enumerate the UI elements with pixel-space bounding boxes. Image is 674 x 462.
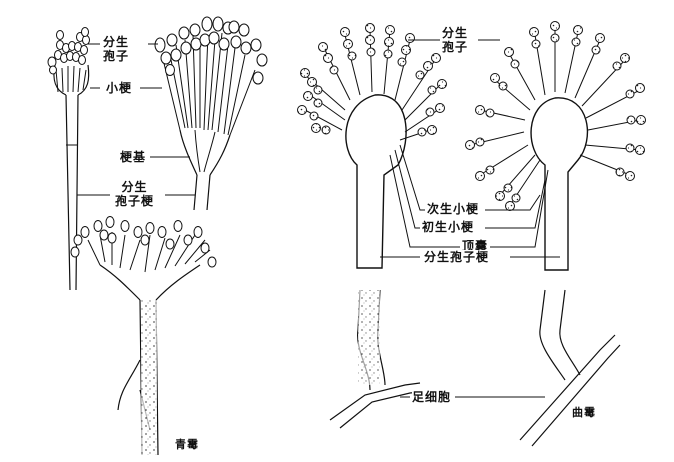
label-line: 分生: [103, 35, 130, 49]
penicillium-caption: 青霉: [175, 438, 199, 451]
aspergillus-vesicle-label: 顶囊: [462, 239, 489, 253]
aspergillus-caption: 曲霉: [572, 406, 596, 419]
label-line: 孢子: [103, 49, 130, 63]
penicillium-colony-illustration: [70, 216, 217, 456]
label-line: 孢子: [442, 40, 469, 54]
penicillium-conidia-label: 分生 孢子: [103, 35, 130, 63]
penicillium-metula-label: 梗基: [120, 150, 147, 164]
aspergillus-foot-cells-illustration: [329, 289, 621, 447]
aspergillus-conidia-label: 分生 孢子: [442, 26, 469, 54]
label-line: 孢子梗: [115, 194, 155, 208]
aspergillus-primary-sterigmata-label: 初生小梗: [422, 220, 475, 234]
aspergillus-conidiophore-label: 分生孢子梗: [424, 250, 490, 264]
penicillium-leader-lines: [77, 43, 195, 196]
penicillium-conidiophore-label: 分生 孢子梗: [115, 180, 155, 208]
aspergillus-leader-lines: [380, 39, 560, 398]
aspergillus-foot-cell-label: 足细胞: [412, 390, 452, 404]
label-line: 分生: [121, 180, 148, 194]
label-line: 分生: [442, 26, 469, 40]
penicillium-large-illustration: [154, 16, 268, 211]
penicillium-small-illustration: [47, 27, 90, 291]
aspergillus-simple-illustration: [297, 23, 447, 269]
aspergillus-biseriate-illustration: [465, 21, 646, 271]
aspergillus-secondary-sterigmata-label: 次生小梗: [427, 202, 480, 216]
penicillium-phialide-label: 小梗: [106, 81, 133, 95]
